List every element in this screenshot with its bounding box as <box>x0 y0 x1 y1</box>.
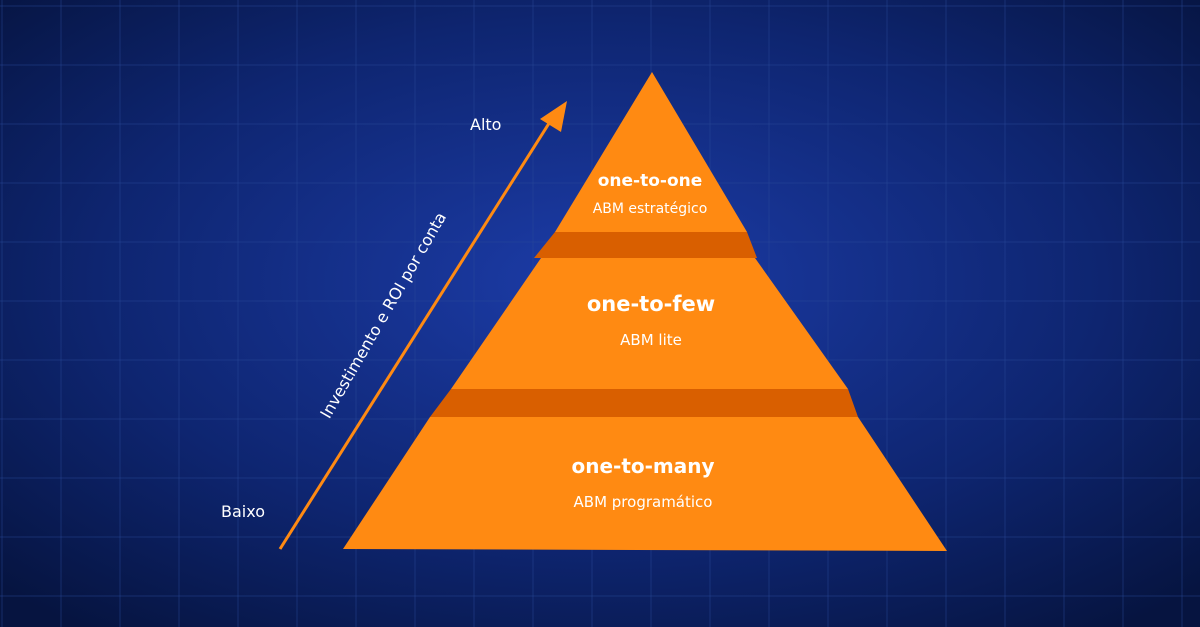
tier-middle-title: one-to-few <box>587 292 715 316</box>
fold-middle <box>430 389 858 417</box>
axis-high-label: Alto <box>470 115 501 134</box>
tier-bottom-subtitle: ABM programático <box>574 493 713 511</box>
axis-arrow-head-icon <box>540 101 567 132</box>
tier-bottom <box>343 417 947 551</box>
tier-middle-subtitle: ABM lite <box>620 331 682 349</box>
tier-middle <box>451 258 848 389</box>
tier-bottom-title: one-to-many <box>571 454 714 478</box>
axis-low-label: Baixo <box>221 502 265 521</box>
axis-arrow-line <box>278 116 555 550</box>
fold-top <box>534 232 757 258</box>
tier-top <box>555 72 747 232</box>
tier-top-title: one-to-one <box>598 171 703 191</box>
tier-top-subtitle: ABM estratégico <box>593 201 708 217</box>
